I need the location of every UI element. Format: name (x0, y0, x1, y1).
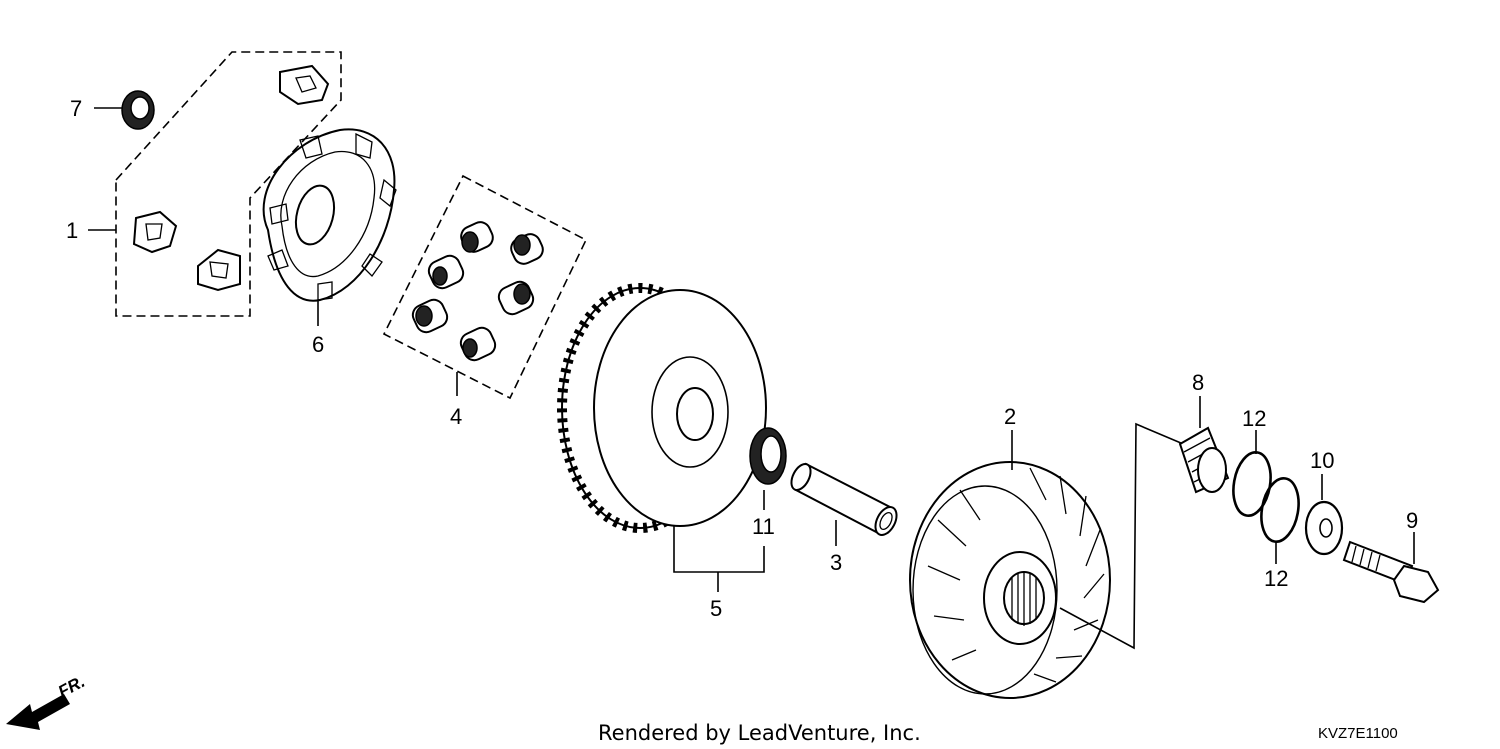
part-12-o-ring-lower[interactable] (1257, 475, 1304, 564)
weight-roller-icon (427, 254, 465, 290)
weight-roller-icon (460, 221, 494, 253)
part-10-washer[interactable] (1304, 474, 1344, 556)
part-9-flange-bolt[interactable] (1342, 532, 1440, 604)
callout-6: 6 (312, 332, 324, 357)
part-group-4-weight-rollers[interactable] (382, 174, 588, 400)
callout-4: 4 (450, 404, 462, 429)
callout-5: 5 (710, 596, 722, 621)
part-12-o-ring-upper[interactable] (1229, 430, 1276, 519)
slide-piece-icon (197, 248, 241, 292)
rendered-by-credit: Rendered by LeadVenture, Inc. (598, 721, 921, 745)
callout-11: 11 (752, 514, 775, 539)
part-11-oil-seal[interactable] (749, 427, 787, 510)
slide-piece-icon (132, 210, 178, 254)
callout-2: 2 (1004, 404, 1016, 429)
callout-1: 1 (66, 218, 78, 243)
callout-3: 3 (830, 550, 842, 575)
callout-10: 10 (1310, 448, 1334, 473)
part-6-ramp-plate[interactable] (262, 128, 397, 326)
part-3-drive-face-boss[interactable] (788, 461, 901, 546)
diagram-code: KVZ7E1100 (1318, 725, 1398, 742)
callout-12-upper: 12 (1242, 406, 1266, 431)
callout-9: 9 (1406, 508, 1418, 533)
part-5-drive-face[interactable] (557, 283, 767, 592)
callout-12-lower: 12 (1264, 566, 1288, 591)
weight-roller-icon (459, 326, 497, 362)
weight-roller-icon (497, 280, 535, 316)
callout-7: 7 (70, 96, 82, 121)
weight-roller-icon (510, 233, 544, 265)
weight-roller-icon (411, 298, 449, 334)
slide-piece-icon (279, 64, 330, 106)
part-7-oil-seal[interactable] (94, 90, 155, 130)
part-2-movable-drive-face[interactable] (909, 422, 1189, 699)
part-8-sleeve-collar[interactable] (1178, 396, 1230, 494)
callout-8: 8 (1192, 370, 1204, 395)
front-direction-arrow-icon: FR. (6, 672, 88, 730)
part-group-1-slide-pieces[interactable] (88, 51, 342, 317)
